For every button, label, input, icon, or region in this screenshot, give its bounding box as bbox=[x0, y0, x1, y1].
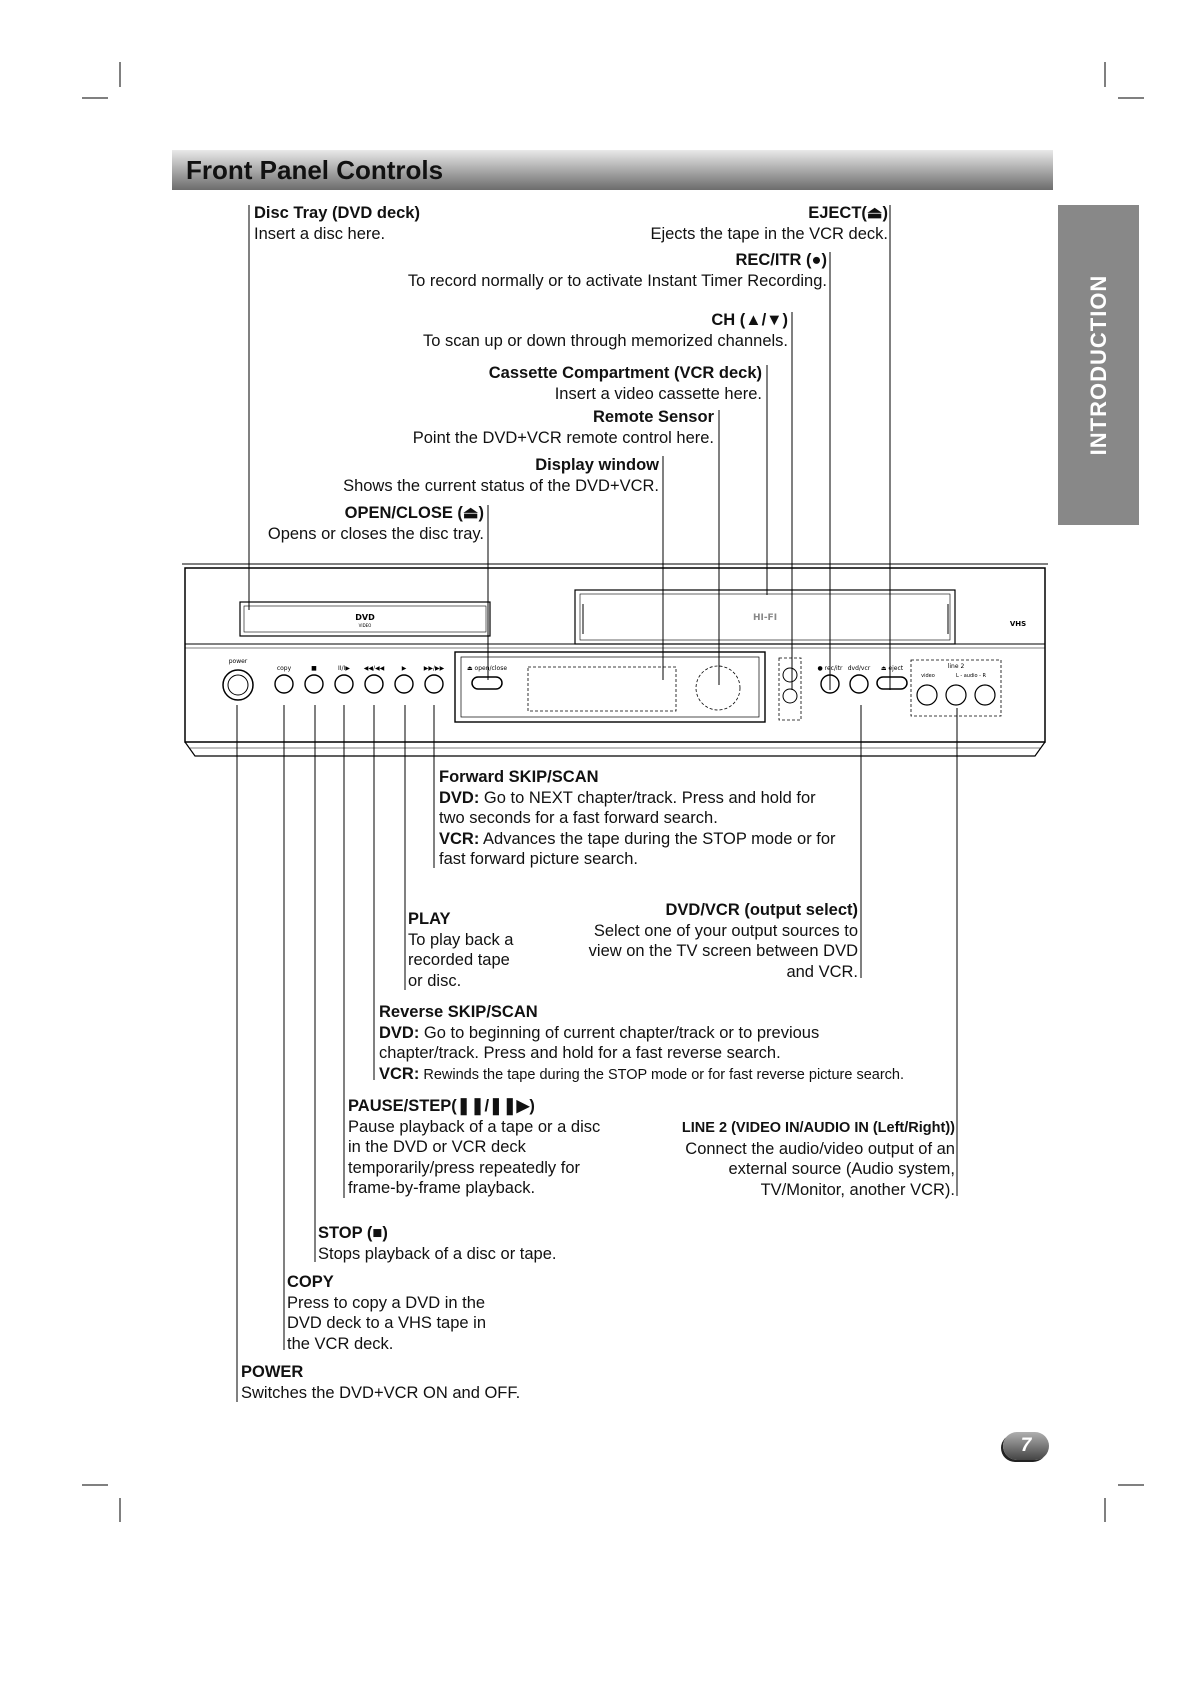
callout-desc: Shows the current status of the DVD+VCR. bbox=[343, 476, 659, 495]
callout-desc: Insert a video cassette here. bbox=[554, 384, 762, 403]
callout-title: EJECT(⏏) bbox=[808, 204, 888, 222]
callout-title: POWER bbox=[241, 1363, 304, 1381]
callout-title: CH (▲/▼) bbox=[711, 311, 788, 329]
callout-line3: and VCR. bbox=[786, 962, 858, 981]
page-number: 7 bbox=[1020, 1435, 1032, 1456]
callout-rec-itr: REC/ITR (●) To record normally or to act… bbox=[408, 250, 827, 291]
power-button-label: power bbox=[229, 658, 248, 665]
callout-desc: Stops playback of a disc or tape. bbox=[318, 1244, 557, 1263]
callout-dvd-line1: Go to beginning of current chapter/track… bbox=[419, 1023, 820, 1042]
play-button-label: ▶ bbox=[402, 665, 407, 672]
callout-line3: the VCR deck. bbox=[287, 1334, 394, 1353]
callout-play: PLAY To play back a recorded tape or dis… bbox=[408, 909, 513, 991]
video-jack-label: video bbox=[921, 673, 935, 679]
callout-title: PLAY bbox=[408, 910, 451, 928]
callout-title: LINE 2 (VIDEO IN/AUDIO IN (Left/Right)) bbox=[681, 1120, 955, 1136]
hifi-logo: HI-FI bbox=[753, 613, 777, 623]
callout-line1: To play back a bbox=[408, 930, 514, 949]
callout-title: Cassette Compartment (VCR deck) bbox=[488, 364, 762, 382]
callout-line1: Press to copy a DVD in the bbox=[287, 1293, 486, 1312]
callout-desc: To scan up or down through memorized cha… bbox=[422, 331, 788, 350]
callout-line3: or disc. bbox=[408, 971, 462, 990]
callout-title: Forward SKIP/SCAN bbox=[439, 768, 599, 786]
callout-eject: EJECT(⏏) Ejects the tape in the VCR deck… bbox=[650, 203, 888, 244]
open-close-button-label: ⏏ open/close bbox=[467, 665, 507, 672]
callout-line2: view on the TV screen between DVD bbox=[588, 942, 858, 960]
callout-line1: Connect the audio/video output of an bbox=[685, 1139, 955, 1158]
callout-title: Display window bbox=[535, 456, 659, 474]
callout-copy: COPY Press to copy a DVD in the DVD deck… bbox=[287, 1272, 486, 1354]
dvd-vcr-front-panel: DVD VIDEO HI-FI VHS power copy ■ II/I▶ ◀… bbox=[182, 563, 1048, 757]
callout-title: REC/ITR (●) bbox=[735, 251, 827, 269]
callout-line3: TV/Monitor, another VCR). bbox=[760, 1180, 955, 1199]
callout-dvd-line2: chapter/track. Press and hold for a fast… bbox=[379, 1044, 781, 1062]
callout-line2: DVD deck to a VHS tape in bbox=[287, 1314, 487, 1332]
dvd-logo: DVD bbox=[355, 613, 375, 622]
callout-dvd-line2: two seconds for a fast forward search. bbox=[439, 809, 718, 827]
callout-line4: frame-by-frame playback. bbox=[348, 1179, 536, 1197]
fwd-button-label: ▶▶/▶▶ bbox=[424, 665, 445, 672]
callout-desc: Ejects the tape in the VCR deck. bbox=[650, 224, 888, 243]
audio-jack-label: L - audio - R bbox=[956, 673, 987, 679]
line2-jack-label: line 2 bbox=[948, 663, 965, 670]
callout-line2: recorded tape bbox=[408, 951, 510, 969]
callout-vcr-line1: Advances the tape during the STOP mode o… bbox=[479, 829, 836, 848]
callout-dvd-vcr: DVD/VCR (output select) Select one of yo… bbox=[589, 900, 858, 982]
callout-forward-skip: Forward SKIP/SCAN DVD: Go to NEXT chapte… bbox=[439, 767, 836, 870]
callout-line2: in the DVD or VCR deck bbox=[348, 1138, 526, 1156]
section-tab: INTRODUCTION bbox=[1058, 205, 1139, 525]
callout-vcr-label: VCR: bbox=[379, 1064, 420, 1083]
callout-title: PAUSE/STEP(❚❚/❚❚▶) bbox=[348, 1097, 535, 1115]
callout-desc: To record normally or to activate Instan… bbox=[407, 271, 827, 290]
callout-open-close: OPEN/CLOSE (⏏) Opens or closes the disc … bbox=[268, 503, 484, 544]
callout-vcr-label: VCR: bbox=[439, 829, 480, 848]
callout-power: POWER Switches the DVD+VCR ON and OFF. bbox=[241, 1362, 520, 1403]
rev-button-label: ◀◀/◀◀ bbox=[364, 665, 385, 672]
pause-button-label: II/I▶ bbox=[338, 665, 350, 672]
dvd-logo-sub: VIDEO bbox=[359, 623, 372, 628]
stop-button-label: ■ bbox=[311, 665, 317, 672]
callout-disc-tray: Disc Tray (DVD deck) Insert a disc here. bbox=[254, 203, 420, 244]
callout-title: Remote Sensor bbox=[592, 408, 714, 426]
callout-dvd-label: DVD: bbox=[379, 1023, 420, 1042]
callout-line1: Select one of your output sources to bbox=[593, 921, 858, 940]
callout-stop: STOP (■) Stops playback of a disc or tap… bbox=[318, 1223, 556, 1264]
copy-button-label: copy bbox=[277, 665, 292, 672]
callout-title: Disc Tray (DVD deck) bbox=[254, 204, 420, 222]
section-header: Front Panel Controls bbox=[172, 150, 1053, 190]
callout-dvd-label: DVD: bbox=[439, 788, 480, 807]
callout-desc: Point the DVD+VCR remote control here. bbox=[412, 428, 714, 447]
callout-display-window: Display window Shows the current status … bbox=[343, 455, 659, 496]
callout-reverse-skip: Reverse SKIP/SCAN DVD: Go to beginning o… bbox=[379, 1002, 904, 1085]
callout-title: DVD/VCR (output select) bbox=[665, 901, 858, 919]
vhs-logo: VHS bbox=[1010, 620, 1026, 628]
callout-title: COPY bbox=[287, 1273, 334, 1291]
callout-line3: temporarily/press repeatedly for bbox=[348, 1158, 581, 1177]
callout-title: STOP (■) bbox=[318, 1224, 388, 1242]
callout-desc: Insert a disc here. bbox=[254, 224, 386, 243]
dvdvcr-button-label: dvd/vcr bbox=[848, 665, 871, 672]
page-title: Front Panel Controls bbox=[186, 155, 444, 185]
callout-vcr-line2: fast forward picture search. bbox=[439, 850, 638, 868]
callout-remote-sensor: Remote Sensor Point the DVD+VCR remote c… bbox=[413, 407, 714, 448]
page-number-badge: 7 bbox=[1003, 1432, 1049, 1460]
callout-dvd-line1: Go to NEXT chapter/track. Press and hold… bbox=[479, 788, 816, 807]
callout-cassette: Cassette Compartment (VCR deck) Insert a… bbox=[489, 363, 762, 404]
callout-vcr-line1: Rewinds the tape during the STOP mode or… bbox=[419, 1066, 904, 1083]
callout-ch: CH (▲/▼) To scan up or down through memo… bbox=[423, 310, 788, 351]
eject-button-label: ⏏ eject bbox=[881, 665, 904, 672]
callout-title: Reverse SKIP/SCAN bbox=[379, 1003, 538, 1021]
rec-button-label: ● rec/itr bbox=[818, 665, 844, 672]
callout-desc: Opens or closes the disc tray. bbox=[267, 524, 484, 543]
callout-desc: Switches the DVD+VCR ON and OFF. bbox=[241, 1383, 521, 1402]
callout-title: OPEN/CLOSE (⏏) bbox=[344, 504, 484, 522]
callout-pause-step: PAUSE/STEP(❚❚/❚❚▶) Pause playback of a t… bbox=[348, 1096, 600, 1199]
callout-line1: Pause playback of a tape or a disc bbox=[348, 1117, 601, 1136]
callout-line2: external source (Audio system, bbox=[728, 1160, 955, 1178]
callout-line2-input: LINE 2 (VIDEO IN/AUDIO IN (Left/Right)) … bbox=[682, 1117, 955, 1200]
